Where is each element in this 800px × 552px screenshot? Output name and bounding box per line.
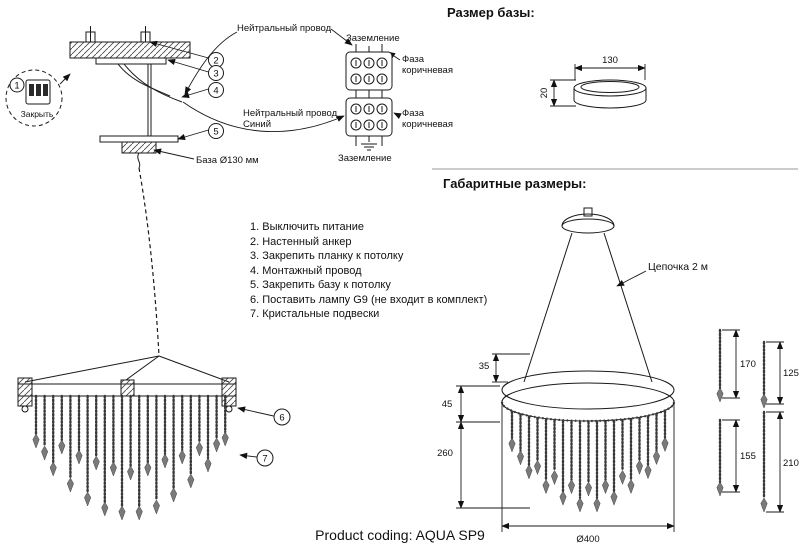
label-phase-bottom: Фаза коричневая — [402, 108, 453, 130]
dim-strand-2: 125 — [783, 368, 799, 379]
lamp-holder-left — [17, 377, 33, 407]
ceiling-assembly-drawing — [17, 26, 237, 521]
ground-symbol-icon — [361, 136, 377, 151]
callout-5: 5 — [213, 127, 218, 138]
installation-steps: 1. Выключить питание 2. Настенный анкер … — [250, 220, 487, 322]
dim-strand-4: 210 — [783, 458, 799, 469]
step-1: 1. Выключить питание — [250, 221, 365, 233]
label-ground-top: Заземление — [346, 33, 400, 44]
label-neutral-wire-bottom-line2: Синий — [243, 119, 272, 130]
dim-base-width: 130 — [602, 55, 618, 66]
dim-base-height: 20 — [539, 88, 550, 99]
callout-1-number: 1 — [14, 81, 19, 92]
step-3: 3. Закрепить планку к потолку — [250, 250, 404, 262]
wiring-diagram — [182, 28, 402, 151]
overall-size-heading: Габаритные размеры: — [443, 176, 587, 191]
strand-detail-drawings: 170 125 155 210 — [716, 328, 799, 513]
step-4: 4. Монтажный провод — [250, 264, 362, 277]
callout-3: 3 — [213, 69, 218, 80]
callouts-6-7: 6 7 — [237, 406, 291, 467]
dim-ring-height: 45 — [442, 399, 453, 410]
chain-length-label: Цепочка 2 м — [648, 261, 708, 273]
callout-7: 7 — [262, 454, 267, 465]
base-size-drawing: 130 20 — [539, 55, 647, 109]
dim-strand-3: 155 — [740, 451, 756, 462]
dim-ring-diameter: Ø400 — [576, 534, 599, 545]
overall-dimensions-drawing: 35 45 260 Ø400 — [437, 207, 676, 545]
lamp-holder-right — [221, 377, 237, 407]
crystal-strands-right — [508, 410, 669, 513]
callout-6: 6 — [279, 413, 284, 424]
step-7: 7. Кристальные подвески — [250, 308, 380, 320]
callout-1-label: Закрыть — [21, 109, 54, 119]
crystal-strands-left — [32, 394, 229, 521]
step-5: 5. Закрепить базу к потолку — [250, 279, 391, 291]
base-size-heading: Размер базы: — [447, 5, 535, 20]
product-coding: Product coding: AQUA SP9 — [315, 527, 485, 543]
label-neutral-wire-top: Нейтральный провод — [237, 23, 332, 34]
step-6: 6. Поставить лампу G9 (не входит в компл… — [250, 293, 488, 306]
callouts-2-5: 2 3 4 5 — [149, 40, 224, 160]
label-ground-bottom: Заземление — [338, 153, 392, 164]
label-neutral-wire-bottom: Нейтральный провод Синий — [243, 108, 337, 130]
step-2: 2. Настенный анкер — [250, 235, 352, 248]
dim-hang-offset: 35 — [479, 361, 490, 372]
callout-2: 2 — [213, 56, 218, 67]
suspension-chain — [138, 167, 160, 357]
label-neutral-wire-bottom-line1: Нейтральный провод — [243, 108, 338, 119]
dim-strand-1: 170 — [740, 359, 756, 370]
label-phase-top: Фаза коричневая — [402, 54, 453, 76]
dim-strand-drop: 260 — [437, 448, 453, 459]
power-off-callout: 1 Закрыть — [5, 69, 71, 127]
base-diameter-label: База Ø130 мм — [196, 155, 259, 166]
callout-4: 4 — [213, 86, 218, 97]
